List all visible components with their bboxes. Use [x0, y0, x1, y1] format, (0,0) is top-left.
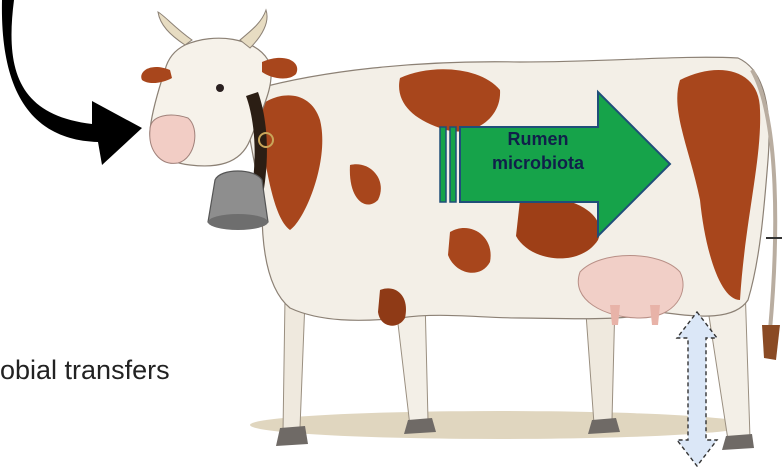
rumen-arrow-stripe	[440, 127, 446, 202]
cow-leg-front-left	[283, 298, 305, 432]
cow-teat	[650, 305, 660, 325]
cow-hoof	[404, 418, 436, 434]
cow-horn	[158, 12, 192, 45]
ground-shadow	[250, 411, 750, 439]
cow-illustration	[141, 10, 780, 450]
cow-hoof	[722, 434, 754, 450]
rumen-arrow-label: Rumen microbiota	[462, 127, 614, 175]
cow-bell-rim	[208, 214, 268, 230]
curved-arrow-icon	[2, 0, 142, 165]
double-headed-arrow-icon	[677, 312, 717, 466]
rumen-arrow-label-line1: Rumen	[462, 127, 614, 151]
cow-horn	[240, 10, 267, 48]
cow-tail-tuft	[762, 325, 780, 360]
rumen-arrow-stripe	[450, 127, 456, 202]
microbial-transfers-caption: obial transfers	[0, 355, 170, 386]
cow-eye	[216, 84, 224, 92]
rumen-arrow-label-line2: microbiota	[462, 151, 614, 175]
cow-hoof	[276, 426, 308, 446]
cow-muzzle	[150, 115, 195, 163]
cow-hoof	[588, 418, 620, 434]
